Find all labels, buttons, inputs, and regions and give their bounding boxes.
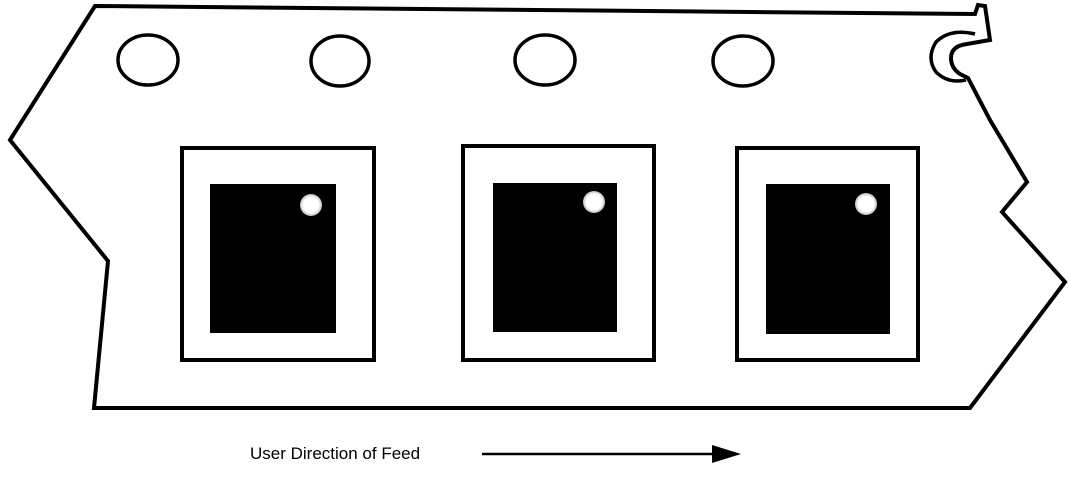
feed-direction-caption: User Direction of Feed xyxy=(0,436,1070,476)
sprocket-hole-partial xyxy=(929,30,976,83)
sprocket-hole xyxy=(116,33,180,87)
pin1-marker xyxy=(855,193,877,215)
pocket-outline xyxy=(735,146,920,362)
pocket-outline xyxy=(461,144,656,362)
sprocket-hole xyxy=(711,34,775,88)
pin1-marker xyxy=(583,191,605,213)
tape-outline xyxy=(7,2,1068,410)
pocket-outline xyxy=(180,146,376,362)
component-pocket xyxy=(735,146,920,362)
component-pocket xyxy=(180,146,376,362)
right-arrow-icon xyxy=(482,445,741,463)
pin1-marker xyxy=(300,194,322,216)
carrier-tape-drawing xyxy=(7,2,1068,410)
feed-direction-label: User Direction of Feed xyxy=(250,444,421,463)
sprocket-hole xyxy=(513,33,577,87)
sprocket-hole xyxy=(309,34,371,88)
component-pocket xyxy=(461,144,656,362)
